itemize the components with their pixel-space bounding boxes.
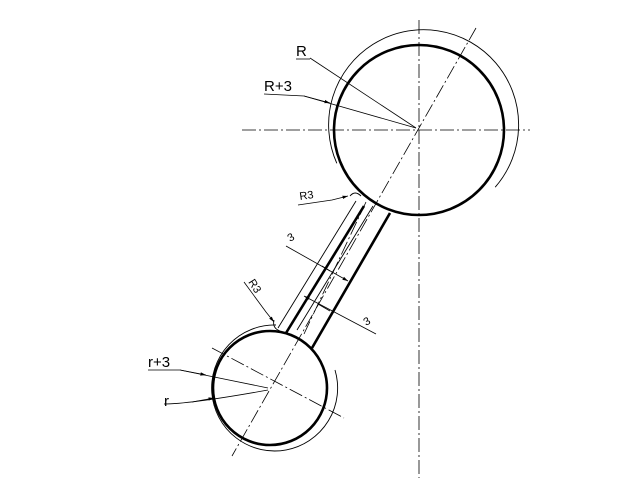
leader-small-offset-radius: [148, 369, 269, 389]
small-circle-cross-centerline: [211, 347, 345, 419]
fillet-upper-offset: [349, 192, 362, 197]
leader-fillet-lower: [243, 281, 275, 323]
link-upper-edge: [284, 205, 366, 334]
leader-big-radius: [309, 57, 417, 129]
label-small-offset-radius: r+3: [148, 354, 170, 371]
leader-small-radius-arrow: [191, 397, 215, 403]
leader-small-radius: [163, 389, 269, 405]
main-axis-centerline: [231, 27, 477, 457]
label-small-radius: r: [164, 393, 169, 410]
label-big-radius: R: [296, 43, 307, 60]
label-fillet-upper: R3: [299, 189, 315, 203]
label-big-offset-radius: R+3: [264, 78, 292, 95]
leader-fillet-upper: [297, 195, 349, 206]
link-lower-edge: [310, 212, 392, 349]
link-offset-edge: [277, 200, 357, 329]
leader-lines: [148, 57, 417, 405]
link-body: [284, 205, 392, 349]
leader-big-offset-arrow: [303, 95, 331, 104]
dimension-gap-lower: [303, 295, 377, 335]
link-offset-outline: [273, 192, 374, 332]
big-circle: [332, 43, 506, 217]
dimension-gap-upper: [285, 245, 349, 282]
center-lines: [211, 20, 530, 478]
link-offset-inner-edge: [296, 205, 374, 331]
label-fillet-lower: R3: [245, 277, 263, 295]
big-offset-arc: [328, 29, 520, 188]
label-gap-upper: 3: [286, 231, 297, 244]
label-gap-lower: 3: [362, 315, 373, 328]
leader-small-offset-arrow: [179, 369, 207, 376]
small-circle: [211, 329, 329, 447]
small-offset-arc: [211, 324, 339, 452]
